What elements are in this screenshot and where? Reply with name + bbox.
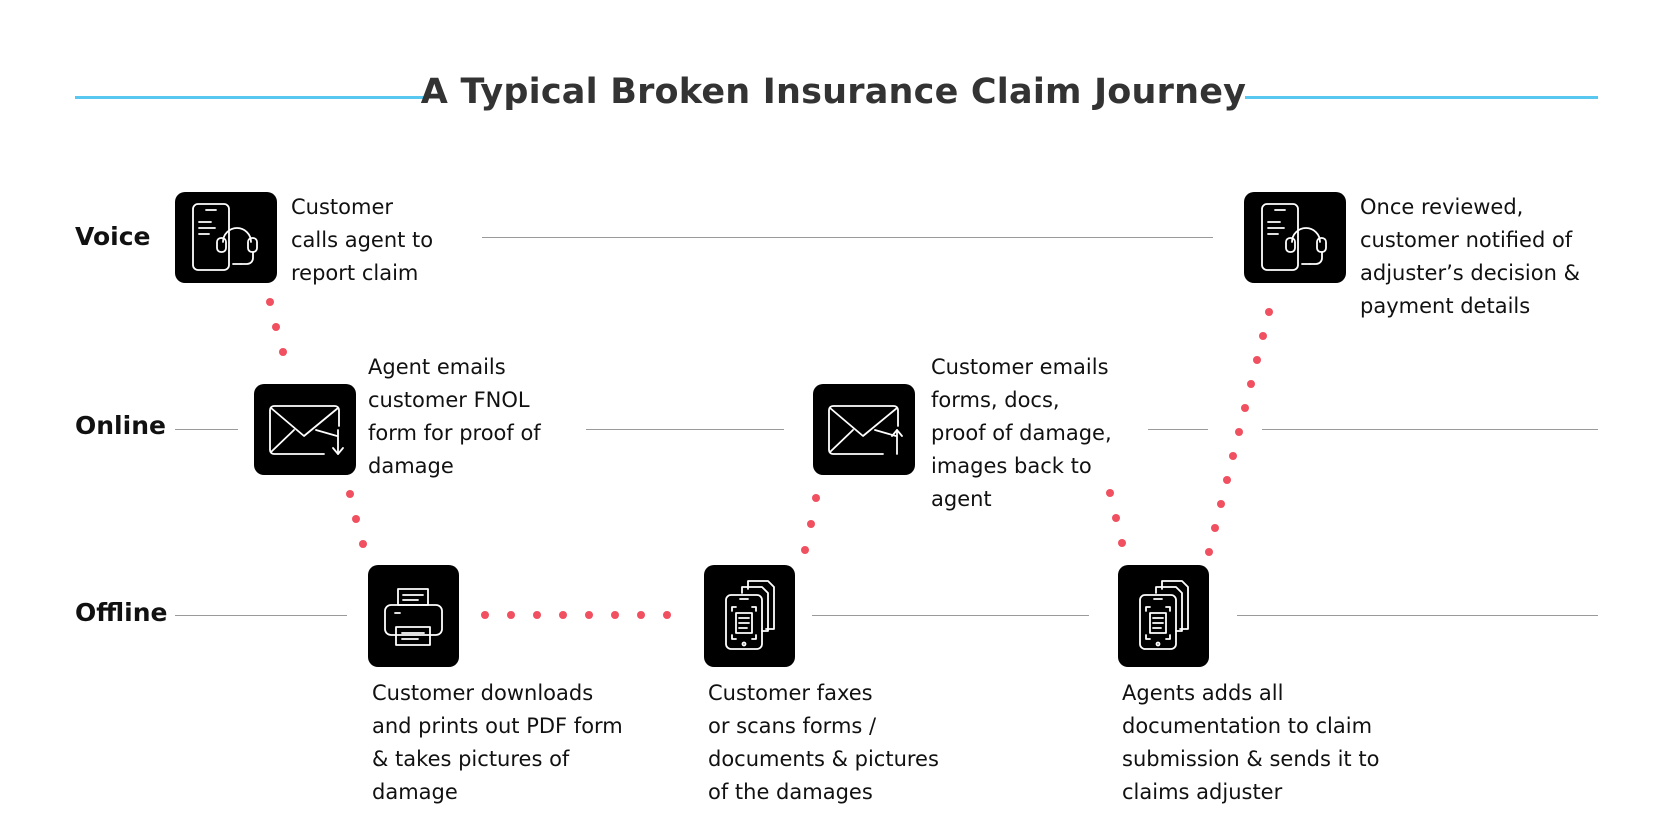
connector-dot <box>279 348 287 356</box>
step-call-agent-tile <box>175 192 277 283</box>
connector-dot <box>359 540 367 548</box>
step-notified-tile <box>1244 192 1346 283</box>
step-fax-scan-tile <box>704 565 795 667</box>
phone-headset-icon <box>1261 203 1327 271</box>
connector-dot <box>1241 404 1249 412</box>
offline-lane-line-3 <box>1237 615 1598 616</box>
offline-lane-line-1 <box>175 615 347 616</box>
connector-dot <box>1265 308 1273 316</box>
connector-dot <box>1235 428 1243 436</box>
step-download-print-tile <box>368 565 459 667</box>
scan-documents-icon <box>1139 580 1189 650</box>
online-lane-line-1 <box>175 429 238 430</box>
connector-dot <box>481 611 489 619</box>
row-label-online: Online <box>75 411 166 440</box>
step-fax-scan-text: Customer faxes or scans forms / document… <box>708 681 939 804</box>
connector-dot <box>507 611 515 619</box>
row-label-offline: Offline <box>75 598 168 627</box>
connector-dot <box>1118 539 1126 547</box>
connector-dot <box>1253 356 1261 364</box>
connector-dot <box>807 520 815 528</box>
connector-dot <box>346 490 354 498</box>
connector-dot <box>1106 489 1114 497</box>
connector-dot <box>801 546 809 554</box>
connector-dot <box>1259 332 1267 340</box>
step-notified-text: Once reviewed, customer notified of adju… <box>1360 195 1580 318</box>
email-upload-icon <box>828 405 903 455</box>
online-lane-line-3 <box>1148 429 1208 430</box>
title-rule-left <box>75 96 428 99</box>
step-agent-emails-text: Agent emails customer FNOL form for proo… <box>368 355 541 478</box>
voice-lane-line <box>482 237 1213 238</box>
online-lane-line-4 <box>1262 429 1598 430</box>
connector-dot <box>1211 524 1219 532</box>
online-lane-line-2 <box>586 429 784 430</box>
connector-dot <box>663 611 671 619</box>
connector-dot <box>611 611 619 619</box>
connector-dot <box>266 298 274 306</box>
scan-documents-icon <box>725 580 775 650</box>
step-agent-adds-tile <box>1118 565 1209 667</box>
step-customer-emails-tile <box>813 384 915 475</box>
connector-dot <box>352 515 360 523</box>
connector-dot <box>1247 380 1255 388</box>
connector-dot <box>1223 476 1231 484</box>
step-agent-adds-text: Agents adds all documentation to claim s… <box>1122 681 1380 804</box>
step-customer-emails-text: Customer emails forms, docs, proof of da… <box>931 355 1112 511</box>
offline-lane-line-2 <box>812 615 1089 616</box>
connector-dot <box>1205 548 1213 556</box>
email-download-icon <box>269 405 344 455</box>
connector-dot <box>1229 452 1237 460</box>
printer-icon <box>384 588 443 646</box>
row-label-voice: Voice <box>75 222 151 251</box>
connector-dot <box>637 611 645 619</box>
connector-dot <box>812 494 820 502</box>
connector-dot <box>533 611 541 619</box>
title-rule-right <box>1245 96 1598 99</box>
phone-headset-icon <box>192 203 258 271</box>
connector-dot <box>559 611 567 619</box>
step-download-print-text: Customer downloads and prints out PDF fo… <box>372 681 623 804</box>
connector-dot <box>585 611 593 619</box>
diagram-title: A Typical Broken Insurance Claim Journey <box>420 72 1247 112</box>
connector-dot <box>1217 500 1225 508</box>
connector-dot <box>272 323 280 331</box>
step-agent-emails-tile <box>254 384 356 475</box>
step-call-agent-text: Customer calls agent to report claim <box>291 195 434 285</box>
connector-dot <box>1112 514 1120 522</box>
